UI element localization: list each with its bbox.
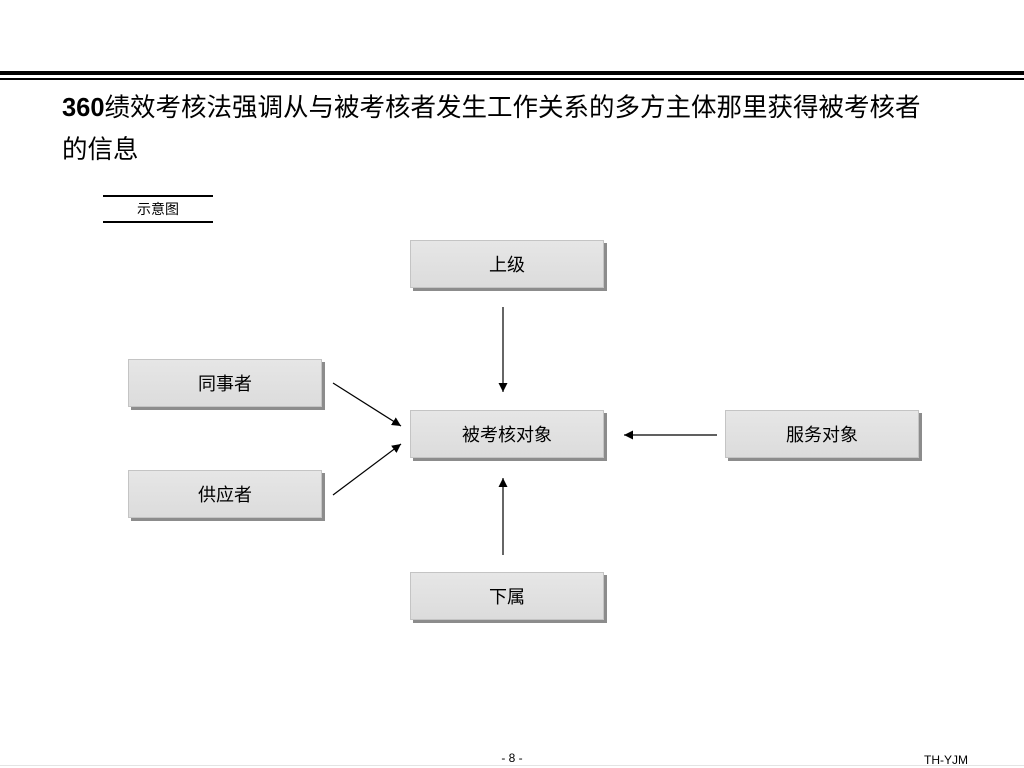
- node-supplier-label: 供应者: [198, 485, 252, 505]
- header-rule-thin: [0, 78, 1024, 80]
- node-superior-label: 上级: [489, 255, 525, 275]
- arrow-supplier-to-subject: [332, 443, 402, 496]
- arrow-peer-to-subject: [332, 382, 402, 427]
- node-peer-label: 同事者: [198, 374, 252, 394]
- node-subordinate-label: 下属: [489, 587, 525, 607]
- node-client-label: 服务对象: [786, 425, 858, 445]
- header-rule-thick: [0, 71, 1024, 75]
- title-line-1: 360绩效考核法强调从与被考核者发生工作关系的多方主体那里获得被考核者: [62, 87, 921, 129]
- title-number: 360: [62, 94, 105, 122]
- footer-rule: [0, 765, 1024, 766]
- node-subject-label: 被考核对象: [462, 425, 552, 445]
- diagram-caption: 示意图: [103, 195, 213, 223]
- node-subordinate: 下属: [410, 572, 604, 620]
- title-text-1: 绩效考核法强调从与被考核者发生工作关系的多方主体那里获得被考核者: [104, 94, 921, 122]
- node-peer: 同事者: [128, 359, 322, 407]
- node-subject: 被考核对象: [410, 410, 604, 458]
- title-line-2: 的信息: [62, 136, 139, 164]
- node-client: 服务对象: [725, 410, 919, 458]
- page-number: - 8 -: [501, 751, 523, 765]
- node-supplier: 供应者: [128, 470, 322, 518]
- document-code: TH-YJM: [924, 753, 968, 767]
- node-superior: 上级: [410, 240, 604, 288]
- slide-title: 360绩效考核法强调从与被考核者发生工作关系的多方主体那里获得被考核者 的信息: [62, 87, 921, 171]
